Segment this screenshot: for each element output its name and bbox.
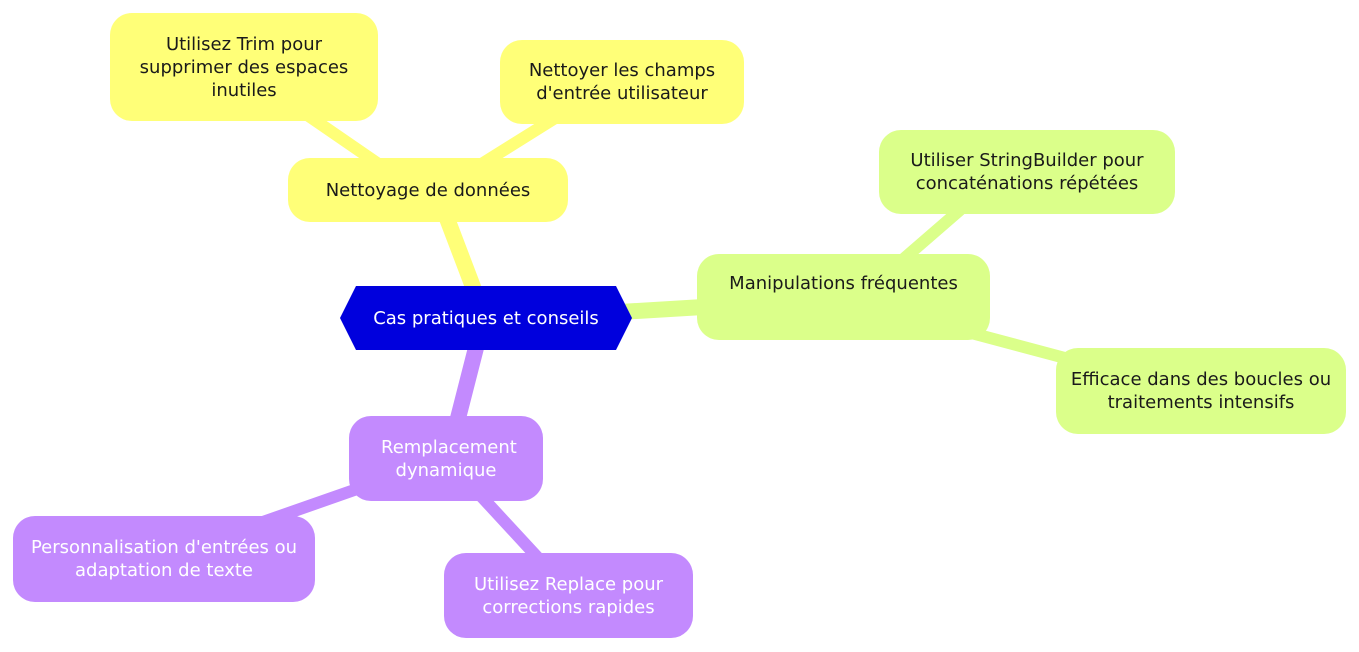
node-stringbuilder-label: Utiliser StringBuilder pour concaténatio…: [910, 150, 1144, 194]
node-personnalisation[interactable]: Personnalisation d'entrées ou adaptation…: [13, 516, 315, 602]
central-topic-label: Cas pratiques et conseils: [373, 307, 599, 329]
node-efficace[interactable]: Efficace dans des boucles ou traitements…: [1056, 348, 1346, 434]
branch-manipulations-label: Manipulations fréquentes: [729, 272, 958, 294]
branch-manipulations[interactable]: Manipulations fréquentes: [697, 254, 990, 340]
branch-nettoyage-label: Nettoyage de données: [325, 179, 531, 201]
node-replace-label: Utilisez Replace pour corrections rapide…: [473, 573, 664, 618]
node-champs-label: Nettoyer les champs d'entrée utilisateur: [528, 60, 716, 104]
node-personnalisation-label: Personnalisation d'entrées ou adaptation…: [30, 537, 298, 581]
node-trim-label: Utilisez Trim pour supprimer des espaces…: [139, 33, 349, 101]
node-efficace-label: Efficace dans des boucles ou traitements…: [1070, 369, 1332, 413]
edge-manip-stringbuilder: [894, 204, 966, 268]
node-trim[interactable]: Utilisez Trim pour supprimer des espaces…: [110, 13, 378, 121]
branch-remplacement[interactable]: Remplacement dynamique: [349, 416, 543, 501]
node-stringbuilder[interactable]: Utiliser StringBuilder pour concaténatio…: [879, 130, 1175, 214]
node-champs[interactable]: Nettoyer les champs d'entrée utilisateur: [500, 40, 744, 124]
central-topic[interactable]: Cas pratiques et conseils: [340, 286, 632, 350]
branch-remplacement-label: Remplacement dynamique: [381, 436, 517, 481]
edge-rempl-replace: [474, 489, 546, 566]
branch-nettoyage[interactable]: Nettoyage de données: [288, 158, 568, 222]
node-replace[interactable]: Utilisez Replace pour corrections rapide…: [444, 553, 693, 638]
edge-root-remplacement: [447, 332, 486, 438]
